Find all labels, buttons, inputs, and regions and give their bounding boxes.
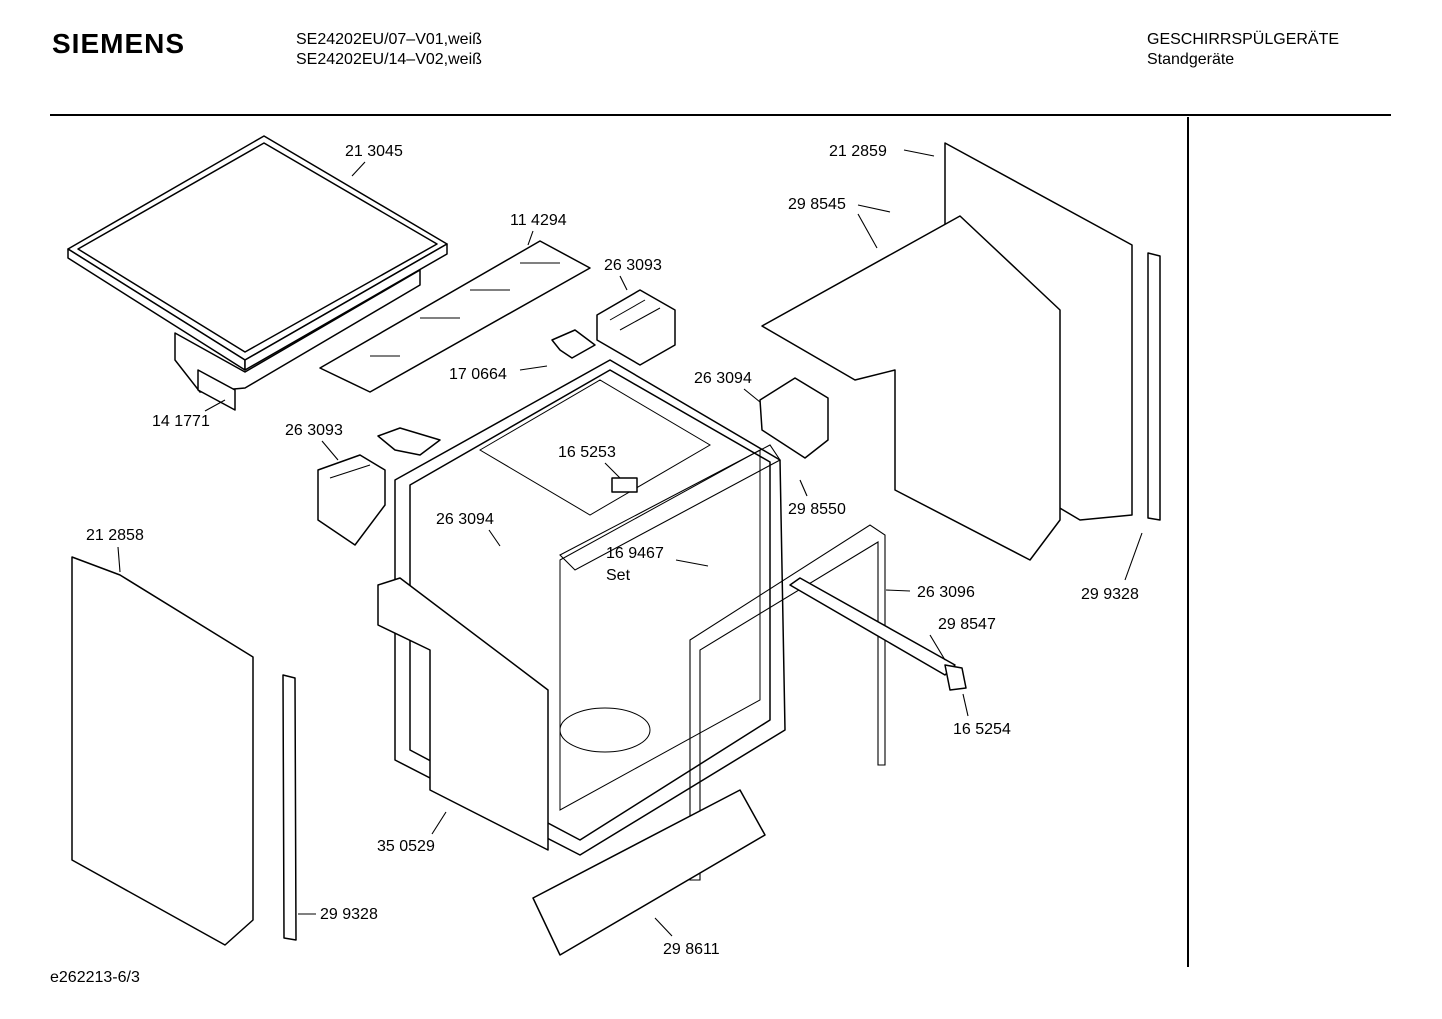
front-panel-part: [377, 577, 549, 851]
part-label: 26 3094: [694, 370, 752, 387]
leader-line: [903, 149, 935, 157]
part-label: 29 9328: [1081, 586, 1139, 603]
part-label: 17 0664: [449, 366, 507, 383]
model-line-2: SE24202EU/14–V02,weiß: [296, 51, 482, 68]
category-line-1: GESCHIRRSPÜLGERÄTE: [1147, 31, 1340, 48]
side-rule: [1187, 117, 1189, 967]
leader-line: [962, 693, 969, 717]
leader-line: [1124, 532, 1143, 581]
part-label: 16 9467: [606, 545, 664, 562]
leader-line: [117, 546, 121, 573]
leader-line: [519, 365, 548, 371]
document-id: e262213-6/3: [50, 969, 140, 986]
leader-line: [488, 529, 501, 547]
part-label: 14 1771: [152, 413, 210, 430]
part-label: 35 0529: [377, 838, 435, 855]
side-strip-left-part: [282, 674, 297, 941]
part-label: 26 3093: [604, 257, 662, 274]
header-rule: [50, 114, 1391, 116]
part-label: 11 4294: [510, 212, 567, 229]
part-label: 16 5253: [558, 444, 616, 461]
leader-line: [857, 213, 878, 249]
leader-line: [857, 204, 891, 213]
leader-line: [604, 462, 621, 479]
part-label: Set: [606, 567, 631, 584]
leader-line: [619, 275, 628, 291]
worktop-part: [67, 135, 448, 411]
tube-end-part: [944, 664, 967, 691]
leader-line: [885, 589, 911, 592]
appliance-category: GESCHIRRSPÜLGERÄTE Standgeräte: [1147, 30, 1339, 70]
leader-line: [351, 161, 366, 177]
side-strip-right-part: [1147, 252, 1161, 521]
top-sheet-part: [761, 215, 1061, 561]
part-label: 29 8550: [788, 501, 846, 518]
part-label: 21 2858: [86, 527, 144, 544]
leader-line: [654, 917, 673, 937]
part-label: 29 8545: [788, 196, 846, 213]
leader-line: [204, 399, 226, 412]
door-seal-part: [559, 444, 886, 881]
leader-line: [929, 634, 946, 661]
leader-line: [799, 479, 808, 497]
part-label: 29 8547: [938, 616, 996, 633]
spray-tube-part: [789, 577, 956, 676]
bracket-part: [377, 427, 441, 456]
connector-block-part: [317, 454, 386, 546]
leader-line: [527, 230, 534, 246]
leader-line: [321, 440, 339, 461]
part-label: 26 3096: [917, 584, 975, 601]
part-label: 21 2859: [829, 143, 887, 160]
part-label: 29 9328: [320, 906, 378, 923]
plinth-part: [532, 789, 766, 956]
model-line-1: SE24202EU/07–V01,weiß: [296, 31, 482, 48]
category-line-2: Standgeräte: [1147, 51, 1235, 68]
part-label: 26 3094: [436, 511, 494, 528]
model-numbers: SE24202EU/07–V01,weiß SE24202EU/14–V02,w…: [296, 30, 482, 70]
brand-logo: SIEMENS: [52, 28, 186, 59]
part-label: 21 3045: [345, 143, 403, 160]
side-panel-left-part: [71, 556, 254, 946]
leader-line: [431, 811, 447, 835]
bracket-part: [551, 329, 596, 359]
part-label: 26 3093: [285, 422, 343, 439]
connector-block-part: [596, 289, 676, 366]
part-label: 16 5254: [953, 721, 1011, 738]
cover-block-part: [759, 377, 829, 459]
insulation-sheet-part: [319, 240, 591, 393]
leader-line: [675, 559, 709, 567]
part-label: 29 8611: [663, 941, 720, 958]
leader-line: [743, 388, 761, 403]
